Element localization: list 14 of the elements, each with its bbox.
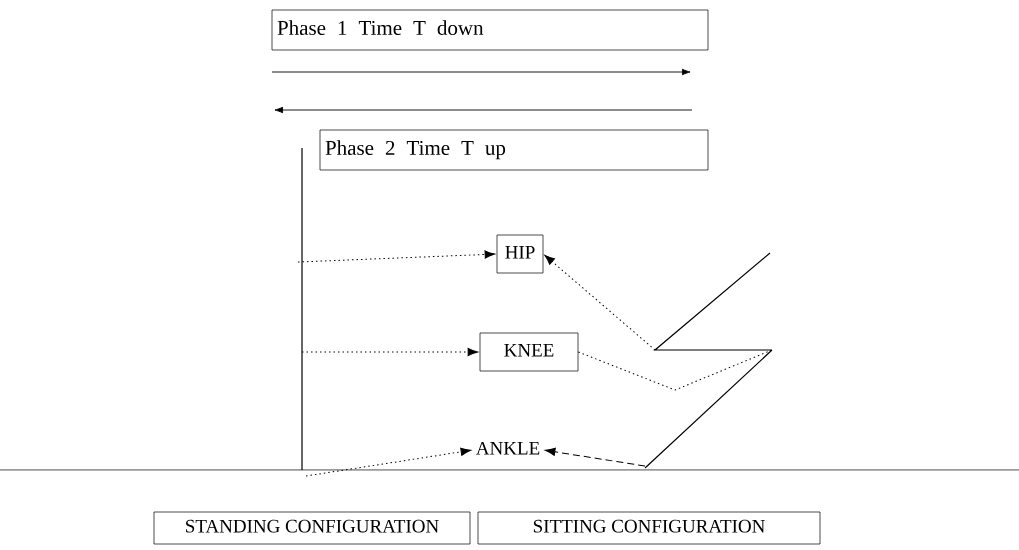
label-box: SITTING CONFIGURATION <box>477 511 821 545</box>
label-box: KNEE <box>479 332 579 372</box>
label-box: Phase 2 Time T up <box>319 129 709 171</box>
leader-line <box>544 447 646 467</box>
leader-line <box>301 347 479 357</box>
leader-line <box>305 447 472 477</box>
leader-line <box>577 349 773 391</box>
label-box: HIP <box>496 234 544 274</box>
figure-drawing <box>644 252 773 469</box>
joint-label: ANKLE <box>472 436 544 464</box>
label-box: STANDING CONFIGURATION <box>153 511 471 545</box>
leader-line <box>297 250 496 263</box>
leader-line <box>544 254 656 351</box>
label-box: Phase 1 Time T down <box>271 9 709 51</box>
